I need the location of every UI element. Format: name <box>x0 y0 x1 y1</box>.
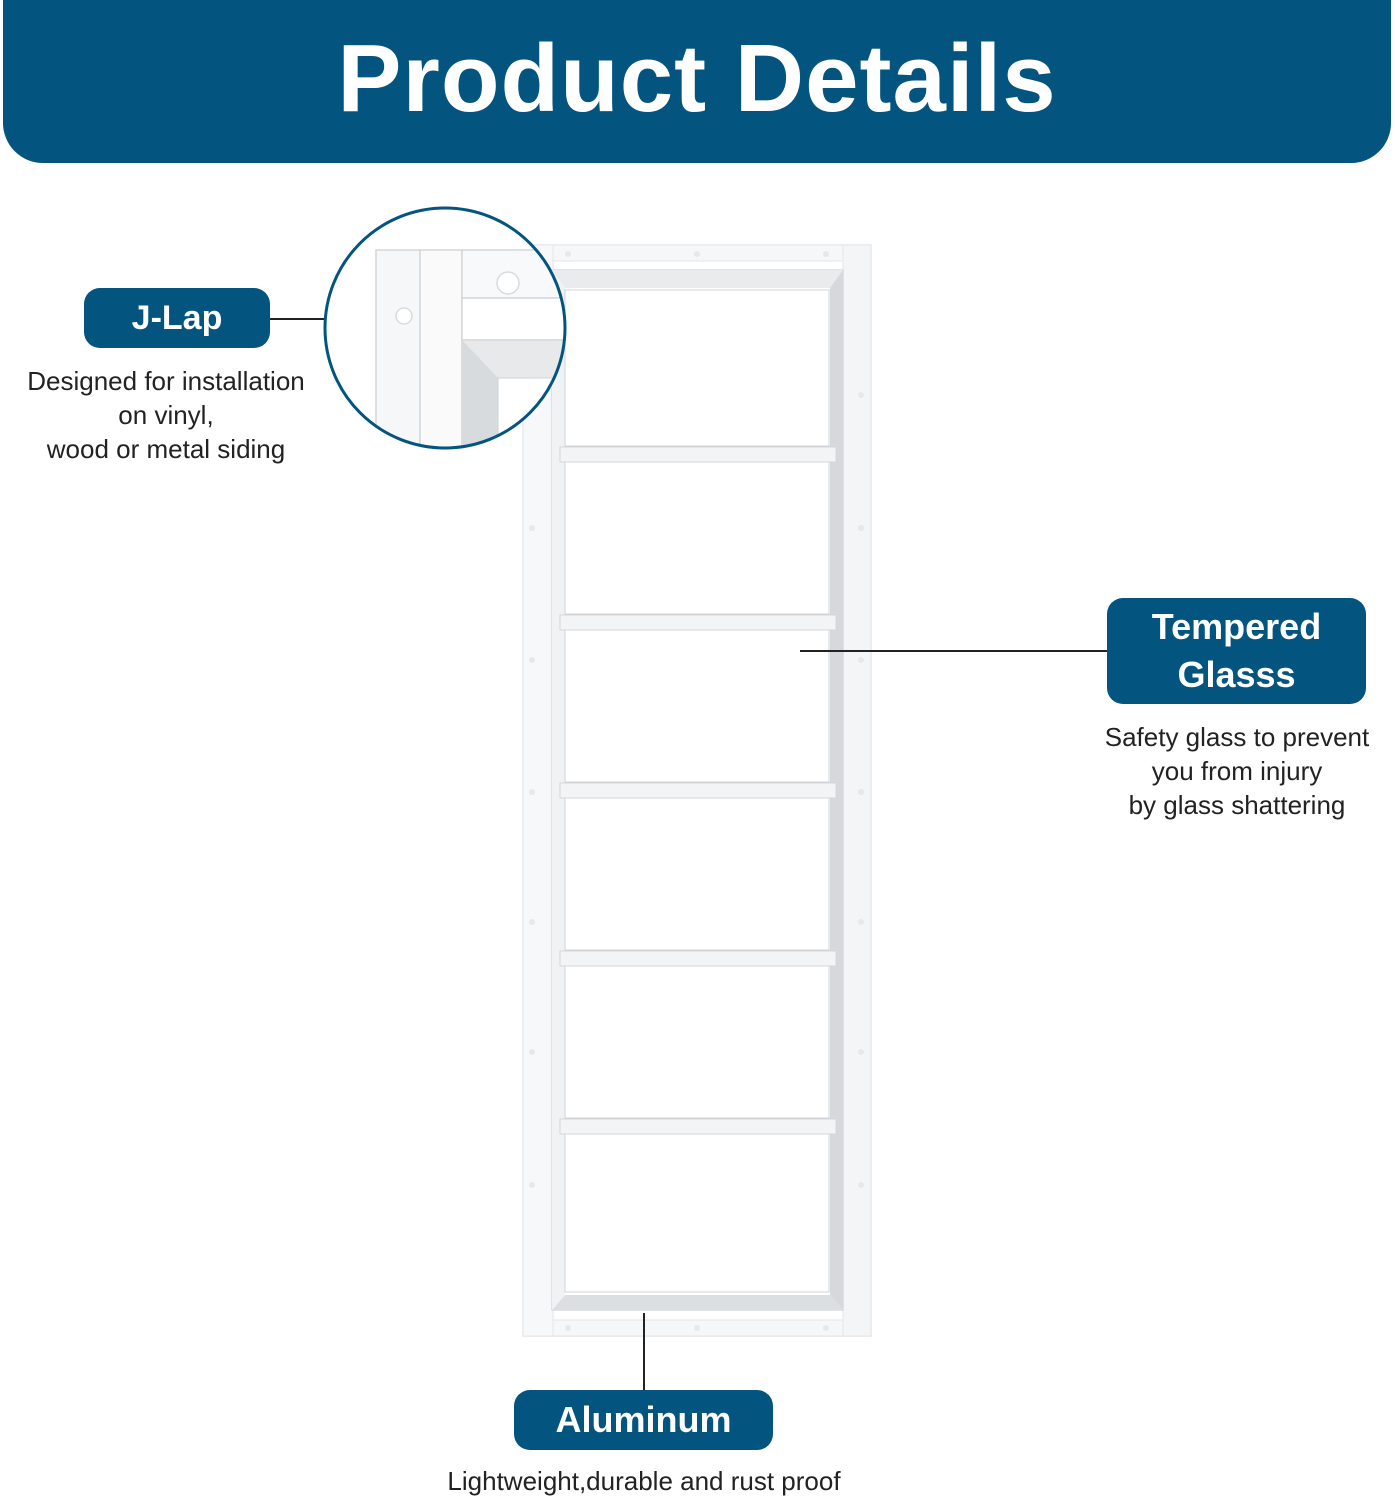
frame-description: Lightweight,durable and rust proof <box>394 1464 894 1498</box>
frame-label-text: Aluminum <box>555 1399 732 1440</box>
frame-connector-line <box>643 1313 645 1391</box>
page-title: Product Details <box>337 24 1057 132</box>
glass-description-line: Safety glass to prevent <box>1104 722 1370 752</box>
screw-holes <box>529 251 864 1331</box>
frame-description-line: Lightweight,durable and rust proof <box>447 1466 841 1496</box>
glass-panes <box>564 289 830 1293</box>
glass-description-line: by glass shattering <box>1128 790 1346 820</box>
jlap-description-line: on vinyl, <box>118 400 214 430</box>
glass-description-line: you from injury <box>1151 756 1323 786</box>
muntin-bars <box>559 446 837 1135</box>
jlap-description: Designed for installation on vinyl, wood… <box>6 364 326 466</box>
jlap-zoom-detail <box>323 206 567 450</box>
glass-label-line: Tempered <box>1151 606 1322 647</box>
jlap-description-line: wood or metal siding <box>46 434 286 464</box>
glass-label-line: Glasss <box>1177 654 1296 695</box>
jlap-connector-line <box>268 318 324 320</box>
glass-description: Safety glass to prevent you from injury … <box>1082 720 1392 822</box>
glass-label: Tempered Glasss <box>1107 598 1366 704</box>
jlap-description-line: Designed for installation <box>27 366 305 396</box>
jlap-label-text: J-Lap <box>131 298 223 337</box>
glass-connector-line <box>800 650 1110 652</box>
frame-label: Aluminum <box>514 1390 773 1450</box>
header-banner: Product Details <box>3 0 1391 163</box>
jlap-label: J-Lap <box>84 288 270 348</box>
